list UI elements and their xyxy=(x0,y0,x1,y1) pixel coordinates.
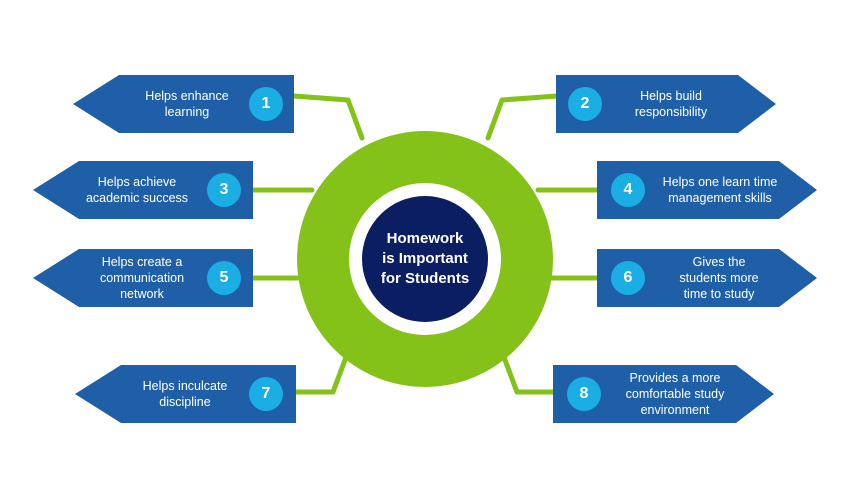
reason-text-2: Helps build responsibility xyxy=(634,89,708,119)
reason-text-6: Gives the students more time to study xyxy=(679,255,759,301)
reason-number-5: 5 xyxy=(207,261,241,295)
reason-text-3: Helps achieve academic success xyxy=(85,175,189,205)
reason-number-8: 8 xyxy=(567,377,601,411)
reason-card-7: Helps inculcate discipline 7 xyxy=(75,365,296,423)
reason-text-4: Helps one learn time management skills xyxy=(662,175,778,205)
reason-card-8: 8 Provides a more comfortable study envi… xyxy=(553,365,774,423)
center-circle: Homework is Important for Students xyxy=(362,196,488,322)
reason-text-5: Helps create a communication network xyxy=(99,255,185,301)
center-title: Homework is Important for Students xyxy=(380,230,470,287)
reason-card-4: 4 Helps one learn time management skills xyxy=(597,161,817,219)
reason-card-2: 2 Helps build responsibility xyxy=(556,75,776,133)
reason-text-7: Helps inculcate discipline xyxy=(142,379,228,409)
reason-card-1: Helps enhance learning 1 xyxy=(73,75,294,133)
reason-number-7: 7 xyxy=(249,377,283,411)
reason-card-5: Helps create a communication network 5 xyxy=(33,249,253,307)
connector-1 xyxy=(291,93,365,141)
reason-text-1: Helps enhance learning xyxy=(145,89,229,119)
connector-7 xyxy=(292,349,351,395)
reason-text-8: Provides a more comfortable study enviro… xyxy=(625,371,725,417)
reason-number-1: 1 xyxy=(249,87,283,121)
reason-number-6: 6 xyxy=(611,261,645,295)
reason-number-3: 3 xyxy=(207,173,241,207)
reason-number-2: 2 xyxy=(568,87,602,121)
connector-8 xyxy=(499,349,558,395)
connector-2 xyxy=(485,93,560,141)
reason-card-3: Helps achieve academic success 3 xyxy=(33,161,253,219)
reason-number-4: 4 xyxy=(611,173,645,207)
reason-card-6: 6 Gives the students more time to study xyxy=(597,249,817,307)
